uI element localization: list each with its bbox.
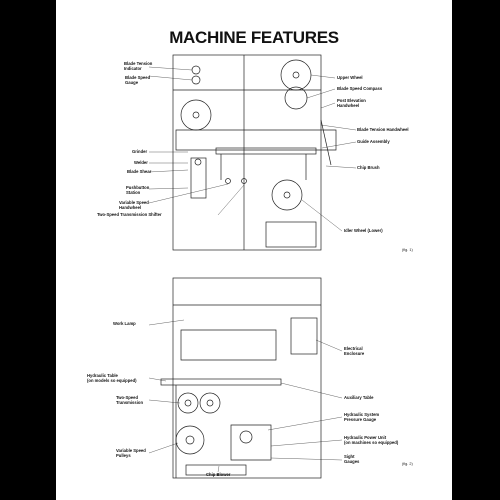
fig2-machine-frame xyxy=(172,277,322,479)
label-grinder: Grinder xyxy=(132,149,148,154)
label-blade-tension-handwheel: Blade Tension Handwheel xyxy=(357,127,409,132)
label-idler-wheel-lower: Idler Wheel (Lower) xyxy=(344,228,383,233)
label-auxiliary-table: Auxiliary Table xyxy=(344,395,374,400)
label-upper-wheel: Upper Wheel xyxy=(337,75,363,80)
fig1-reference: (fig. 1) xyxy=(402,248,413,252)
fig2-reference: (fig. 2) xyxy=(402,462,413,466)
machine-illustrations xyxy=(148,54,357,479)
label-hydraulic-power-unit: Hydraulic Power Unit(on machines so equi… xyxy=(344,435,399,445)
document-page: MACHINE FEATURES xyxy=(56,0,452,500)
label-hydraulic-table: Hydraulic Table(on models so equipped) xyxy=(87,373,137,383)
label-guide-assembly: Guide Assembly xyxy=(357,139,390,144)
fig1-machine-frame xyxy=(172,54,322,251)
label-blade-shear: Blade Shear xyxy=(127,169,152,174)
label-welder: Welder xyxy=(134,160,148,165)
label-work-lamp: Work Lamp xyxy=(113,321,136,326)
label-two-speed-transmission-shifter: Two-Speed Transmission Shifter xyxy=(97,212,162,217)
label-blade-speed-compass: Blade Speed Compass xyxy=(337,86,383,91)
page-title: MACHINE FEATURES xyxy=(169,28,339,47)
label-chip-blower: Chip Blower xyxy=(206,472,231,477)
label-chip-brush: Chip Brush xyxy=(357,165,380,170)
